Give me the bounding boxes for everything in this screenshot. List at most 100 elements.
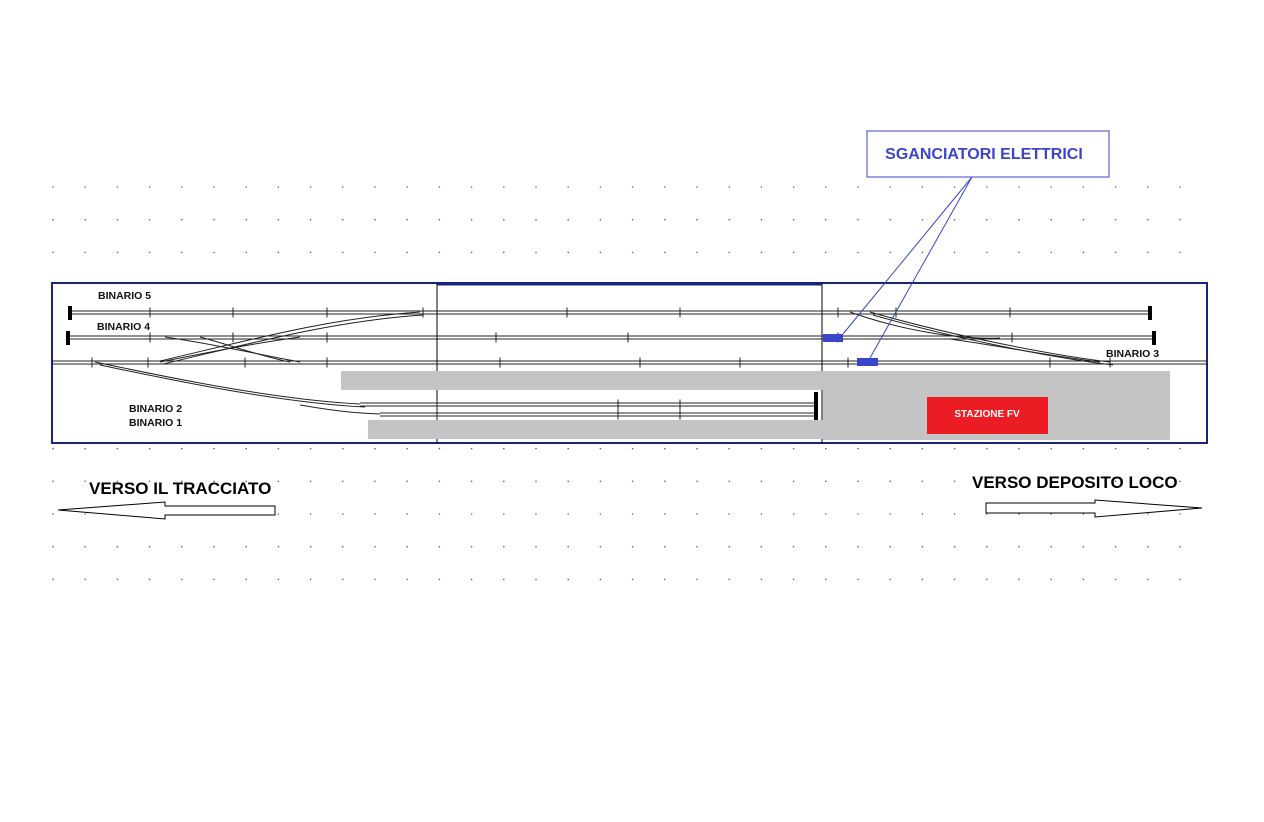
buffer-stop-4-left: [66, 331, 70, 345]
grid-dot: [1179, 480, 1181, 483]
grid-dot: [1018, 186, 1020, 188]
grid-dot: [374, 186, 376, 188]
grid-dot: [470, 480, 473, 483]
grid-dot: [1082, 578, 1085, 581]
grid-dot: [825, 218, 827, 221]
grid-dot: [792, 578, 795, 581]
grid-dot: [342, 480, 344, 483]
grid-dot: [213, 480, 215, 483]
grid-dot: [664, 480, 666, 483]
grid-dot: [374, 218, 376, 221]
station-box: [927, 397, 1048, 434]
grid-dot: [503, 578, 505, 581]
grid-dot: [470, 251, 473, 254]
buffer-stops: [66, 306, 1156, 420]
grid-dot: [1147, 218, 1149, 221]
grid-dot: [728, 218, 730, 221]
grid-dot: [599, 218, 602, 221]
grid-dot: [245, 218, 247, 221]
grid-dot: [213, 578, 215, 581]
grid-dot: [986, 578, 988, 581]
grid-dot: [1018, 480, 1020, 483]
grid-dot: [438, 218, 441, 221]
grid-dot: [631, 480, 634, 483]
grid-dot: [213, 218, 215, 221]
grid-dot: [148, 218, 151, 221]
grid-dot: [1082, 186, 1085, 188]
grid-dot: [84, 218, 86, 221]
grid-dot: [535, 251, 537, 254]
grid-dot: [406, 513, 409, 515]
turnout-left-5: [159, 311, 421, 362]
grid-dot: [1147, 480, 1149, 483]
grid-dot: [857, 545, 859, 548]
grid-dot: [1082, 251, 1085, 254]
grid-dot: [1147, 186, 1149, 188]
grid-dot: [728, 480, 730, 483]
grid-dot: [116, 251, 119, 254]
buffer-stop-4-right: [1152, 331, 1156, 345]
grid-dot: [953, 251, 956, 254]
grid-dot: [309, 578, 312, 581]
grid-dot: [631, 251, 634, 254]
grid-dot: [921, 545, 924, 548]
grid-dot: [889, 447, 891, 450]
grid-dot: [986, 447, 988, 450]
grid-dot: [535, 513, 537, 515]
grid-dot: [148, 545, 151, 548]
grid-dot: [277, 251, 280, 254]
grid-dot: [148, 251, 151, 254]
grid-dot: [535, 480, 537, 483]
grid-dot: [277, 218, 280, 221]
turnout-left-2b: [99, 364, 366, 408]
grid-dot: [1179, 578, 1181, 581]
grid-dot: [889, 545, 891, 548]
grid-dot: [567, 513, 569, 515]
grid-dot: [696, 545, 698, 548]
grid-dot: [503, 545, 505, 548]
grid-dot: [309, 218, 312, 221]
label-binario-3: BINARIO 3: [1106, 348, 1159, 360]
grid-dot: [825, 186, 827, 188]
grid-dot: [1179, 251, 1181, 254]
grid-dot: [1114, 218, 1117, 221]
crossover-left-c: [199, 336, 291, 363]
grid-dot: [631, 447, 634, 450]
grid-dot: [438, 545, 441, 548]
grid-dot: [84, 578, 86, 581]
grid-dot: [921, 480, 924, 483]
grid-dot: [792, 218, 795, 221]
grid-dot: [245, 480, 247, 483]
grid-dot: [374, 251, 376, 254]
grid-dot: [986, 480, 988, 483]
grid-dot: [1147, 447, 1149, 450]
track-lines: [52, 310, 1207, 417]
crossover-left-a: [164, 336, 301, 363]
grid-dot: [503, 218, 505, 221]
grid-dot: [792, 545, 795, 548]
grid-dot: [1082, 218, 1085, 221]
grid-dot: [277, 186, 280, 188]
grid-dot: [52, 186, 54, 188]
grid-dot: [277, 480, 280, 483]
grid-dot: [52, 513, 54, 515]
grid-dot: [438, 513, 441, 515]
arrow-left-icon: [57, 501, 276, 520]
grid-dot: [1018, 513, 1020, 515]
grid-dot: [148, 480, 151, 483]
grid-dot: [760, 447, 763, 450]
grid-dot: [631, 545, 634, 548]
grid-dot: [116, 186, 119, 188]
grid-dot: [181, 447, 183, 450]
grid-dot: [406, 578, 409, 581]
grid-dot: [631, 218, 634, 221]
grid-dot: [664, 447, 666, 450]
grid-dot: [567, 545, 569, 548]
grid-dot: [438, 186, 441, 188]
callout-line-1: [842, 176, 973, 335]
station-label: STAZIONE FV: [954, 409, 1020, 420]
grid-dot: [277, 578, 280, 581]
grid-dot: [406, 480, 409, 483]
grid-dot: [986, 251, 988, 254]
